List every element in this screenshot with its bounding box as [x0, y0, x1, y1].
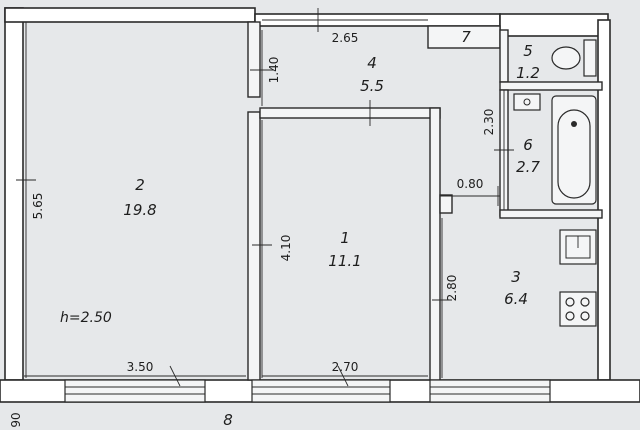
stove-icon	[559, 291, 597, 327]
dim-kitchen-height: 2.80	[445, 275, 459, 302]
bath-sink-icon	[513, 93, 541, 111]
room-5-area: 1.2	[516, 64, 540, 82]
toilet-icon	[551, 39, 597, 77]
room-4-area: 5.5	[360, 77, 384, 95]
dim-living-width: 3.50	[127, 360, 154, 374]
room-5-number: 5	[523, 42, 533, 60]
room-2-number: 2	[135, 176, 145, 194]
dim-room1-height: 4.10	[279, 235, 293, 262]
dim-bath-height: 2.30	[482, 109, 496, 136]
room-3-number: 3	[511, 268, 521, 286]
fixtures	[513, 39, 597, 327]
room-3-area: 6.4	[504, 290, 528, 308]
room-8-number: 8	[223, 411, 233, 429]
windows	[64, 379, 551, 403]
room-6-number: 6	[523, 136, 533, 154]
room-labels: 2 19.8 1 11.1 4 5.5 3 6.4 5 1.2 6 2.7 7 …	[60, 28, 540, 429]
room-6-area: 2.7	[516, 158, 540, 176]
room-7-number: 7	[461, 28, 471, 46]
interior-walls	[247, 21, 603, 381]
dim-room1-width: 2.70	[332, 360, 359, 374]
room-1-area: 11.1	[328, 252, 361, 270]
room-2-area: 19.8	[123, 201, 156, 219]
dimension-lines	[16, 8, 514, 387]
dim-living-height: 5.65	[31, 193, 45, 220]
room-1-number: 1	[340, 229, 350, 247]
ceiling-height-label: h=2.50	[60, 310, 112, 326]
dim-top-corridor: 2.65	[332, 31, 359, 45]
dimension-labels: 2.65 1.40 5.65 3.50 4.10 2.70 2.30 0.80 …	[9, 31, 496, 428]
bathtub-icon	[551, 95, 597, 205]
dim-corridor-depth: 1.40	[267, 57, 281, 84]
room-4-number: 4	[367, 54, 377, 72]
dim-door-width: 0.80	[457, 177, 484, 191]
dim-left-edge: 90	[9, 412, 23, 427]
kitchen-sink-icon	[559, 229, 597, 265]
